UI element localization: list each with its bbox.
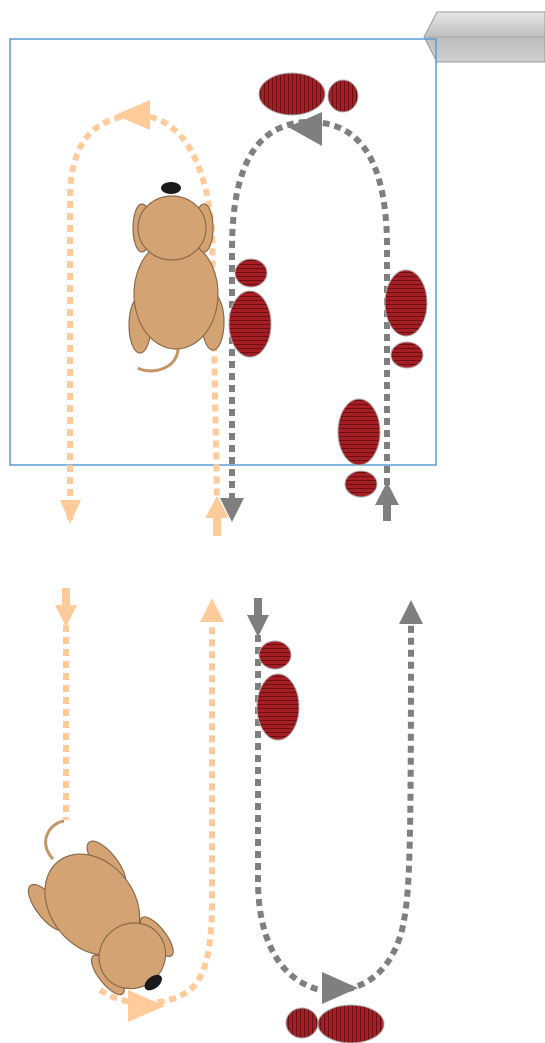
dog-path-upper — [60, 100, 229, 536]
dog-path-arrowhead-right-icon — [128, 990, 165, 1022]
human-path-lower — [247, 598, 423, 1004]
dog-top-view-icon — [128, 182, 225, 373]
human-path-arrowhead-down-icon — [220, 498, 244, 522]
shoe-print-icon — [285, 1004, 385, 1043]
dog-top-view-icon — [27, 819, 174, 996]
human-path-arrowhead-up-icon — [375, 482, 399, 505]
human-path-arrowhead-down-icon — [247, 615, 269, 637]
dog-path-arrowhead-up-icon — [205, 496, 229, 518]
human-path-arrowhead-right-icon — [322, 972, 358, 1004]
human-path-upper — [220, 112, 399, 522]
dog-path-lower — [55, 588, 224, 1022]
dog-path-arrowhead-left-icon — [115, 100, 150, 130]
human-path-arrowhead-up-icon — [399, 600, 423, 624]
shoe-print-icon — [228, 258, 272, 358]
dog-path-arrowhead-up-icon — [200, 598, 224, 622]
shoe-print-icon — [258, 72, 359, 116]
dog-path-arrowhead-down-icon — [60, 500, 81, 524]
shoe-print-icon — [384, 269, 428, 369]
shoe-print-icon — [337, 398, 381, 498]
dog-path-arrowhead-down-icon — [55, 605, 77, 627]
viewport-frame — [9, 38, 437, 466]
gray-tab-icon[interactable] — [423, 11, 545, 63]
human-path-arrowhead-left-icon — [288, 112, 322, 146]
shoe-print-icon — [256, 640, 300, 741]
